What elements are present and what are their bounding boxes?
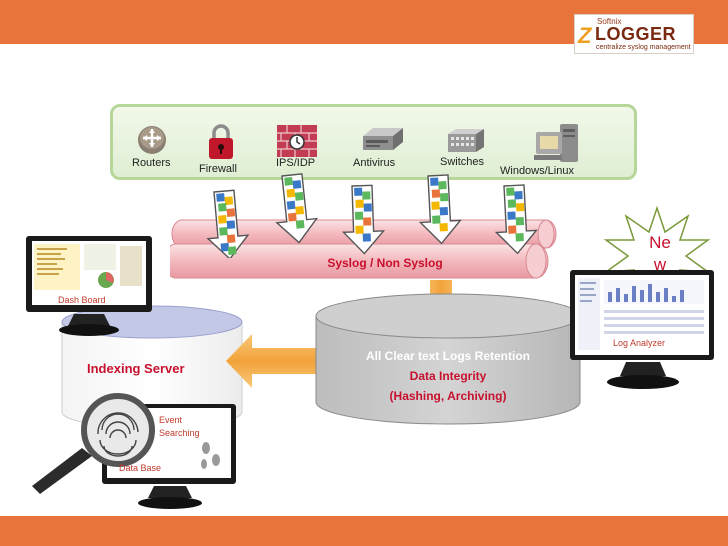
logo-brand-small: Softnix [597,17,622,26]
storage-line-integrity: Data Integrity [409,369,487,383]
dashboard-monitor [26,236,152,336]
logo-brand-main: LOGGER [595,24,677,44]
computer-icon [534,124,578,162]
softnix-logger-logo: Z Softnix LOGGER centralize syslog manag… [574,14,694,54]
router-icon [138,126,166,154]
device-label-ips-idp: IPS/IDP [276,157,316,169]
storage-description: All Clear text Logs Retention Data Integ… [318,346,578,406]
indexing-server-label: Indexing Server [87,361,185,376]
switch-icon [448,129,484,152]
event-caption-line1: Event [159,415,183,425]
event-caption-line2: Searching [159,428,200,438]
device-label-routers: Routers [132,157,171,169]
logo-tagline: centralize syslog management [596,44,691,51]
footer-band [0,516,728,546]
left-arrow [226,334,322,388]
firewall-icon [277,125,317,157]
dashboard-caption: Dash Board [58,295,106,305]
lock-icon [209,124,233,159]
device-label-firewall: Firewall [199,163,237,175]
log-analyzer-caption: Log Analyzer [613,338,666,348]
storage-line-retention: All Clear text Logs Retention [365,349,531,363]
server-icon [363,128,403,150]
device-label-switches: Switches [440,156,485,168]
event-searching-caption: Event Searching [159,414,200,440]
log-analyzer-monitor [570,270,714,389]
tube-label: Syslog / Non Syslog [327,256,443,270]
new-badge-line1: Ne [649,233,671,252]
device-label-windows-linux: Windows/Linux [500,165,574,177]
new-badge-line2: w [653,255,667,274]
new-badge-text: Ne w [640,232,680,276]
magnifier-icon [32,393,155,494]
device-label-antivirus: Antivirus [353,157,396,169]
storage-line-hashing: (Hashing, Archiving) [389,389,507,403]
log-storage-database [315,293,581,425]
logo-z-mark: Z [578,23,592,48]
log-packet-arrows [206,173,538,258]
database-caption: Data Base [119,463,162,473]
